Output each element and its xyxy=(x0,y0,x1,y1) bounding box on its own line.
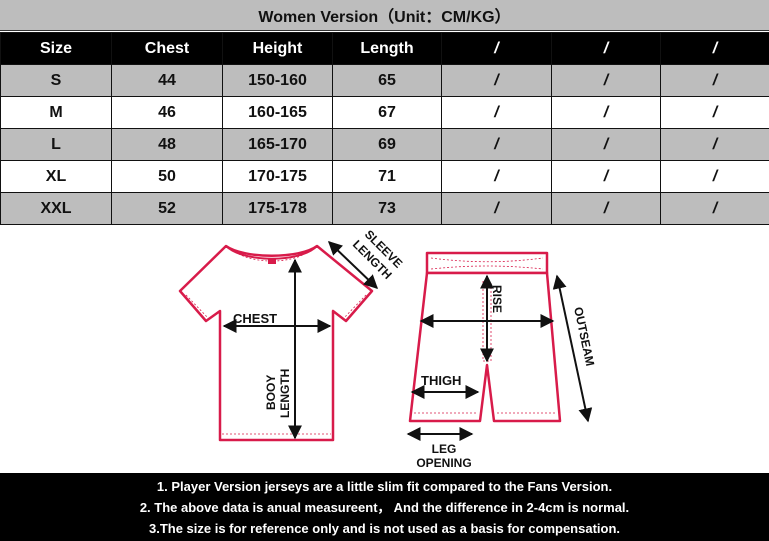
cell-empty: / xyxy=(551,128,661,161)
cell-chest: 46 xyxy=(111,96,223,129)
cell-empty: / xyxy=(551,192,661,225)
cell-empty: / xyxy=(660,192,769,225)
table-header-row: Size Chest Height Length / / / xyxy=(0,32,769,65)
cell-empty: / xyxy=(551,96,661,129)
cell-size: XXL xyxy=(0,192,112,225)
leg-opening-label-line-2: OPENING xyxy=(416,456,471,470)
cell-empty: / xyxy=(660,160,769,193)
garment-diagram: CHEST SLEEVE LENGTH BOOY LENGTH THIGH RI… xyxy=(178,227,597,470)
cell-size: XL xyxy=(0,160,112,193)
tshirt-outline-icon xyxy=(178,244,374,442)
leg-opening-label-line-1: LEG xyxy=(432,442,457,456)
size-table: Size Chest Height Length / / / S 44 150-… xyxy=(0,32,769,225)
cell-empty: / xyxy=(441,64,552,97)
outseam-arrow xyxy=(552,274,593,423)
body-length-label-line-2: LENGTH xyxy=(278,369,292,418)
header-empty-1: / xyxy=(441,32,552,65)
chart-title: Women Version（Unit：CM/KG） xyxy=(0,0,769,31)
note-line: 1. Player Version jerseys are a little s… xyxy=(156,478,613,494)
cell-empty: / xyxy=(441,192,552,225)
cell-empty: / xyxy=(551,160,661,193)
tag-icon xyxy=(268,258,276,264)
cell-length: 71 xyxy=(332,160,442,193)
header-length: Length xyxy=(332,32,442,65)
thigh-label: THIGH xyxy=(421,373,461,388)
cell-length: 73 xyxy=(332,192,442,225)
cell-length: 65 xyxy=(332,64,442,97)
cell-chest: 48 xyxy=(111,128,223,161)
note-line: 3.The size is for reference only and is … xyxy=(148,520,621,536)
cell-chest: 50 xyxy=(111,160,223,193)
cell-height: 160-165 xyxy=(222,96,333,129)
sleeve-length-arrow xyxy=(327,241,379,289)
header-empty-2: / xyxy=(551,32,661,65)
cell-chest: 52 xyxy=(111,192,223,225)
cell-length: 69 xyxy=(332,128,442,161)
cell-size: L xyxy=(0,128,112,161)
shorts-outline-icon xyxy=(408,251,562,423)
header-empty-3: / xyxy=(660,32,769,65)
table-row: S 44 150-160 65 / / / xyxy=(0,64,769,97)
header-height: Height xyxy=(222,32,333,65)
notes-panel: 1. Player Version jerseys are a little s… xyxy=(0,473,769,541)
cell-empty: / xyxy=(660,128,769,161)
cell-size: S xyxy=(0,64,112,97)
table-row: L 48 165-170 69 / / / xyxy=(0,128,769,161)
cell-empty: / xyxy=(551,64,661,97)
cell-empty: / xyxy=(660,96,769,129)
cell-height: 175-178 xyxy=(222,192,333,225)
header-chest: Chest xyxy=(111,32,223,65)
table-row: XXL 52 175-178 73 / / / xyxy=(0,192,769,225)
cell-empty: / xyxy=(441,128,552,161)
cell-length: 67 xyxy=(332,96,442,129)
rise-label: RISE xyxy=(490,285,504,313)
cell-empty: / xyxy=(660,64,769,97)
table-row: XL 50 170-175 71 / / / xyxy=(0,160,769,193)
cell-empty: / xyxy=(441,160,552,193)
cell-height: 150-160 xyxy=(222,64,333,97)
header-size: Size xyxy=(0,32,112,65)
cell-size: M xyxy=(0,96,112,129)
cell-height: 170-175 xyxy=(222,160,333,193)
cell-empty: / xyxy=(441,96,552,129)
cell-chest: 44 xyxy=(111,64,223,97)
cell-height: 165-170 xyxy=(222,128,333,161)
note-line: 2. The above data is anual measureent， A… xyxy=(139,499,630,515)
chest-label: CHEST xyxy=(233,311,277,326)
body-length-label-line-1: BOOY xyxy=(264,375,278,410)
table-row: M 46 160-165 67 / / / xyxy=(0,96,769,129)
